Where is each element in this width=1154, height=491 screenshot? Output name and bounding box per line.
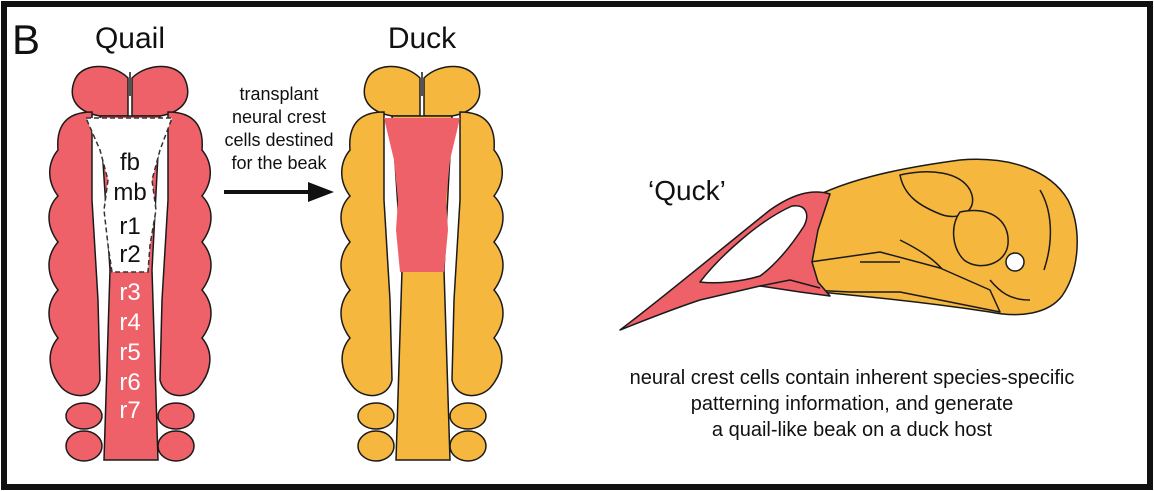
caption-line-1: transplant	[239, 84, 318, 104]
transplant-caption: transplant neural crest cells destined f…	[224, 84, 333, 173]
chimera-label: ‘Quck’	[648, 175, 726, 206]
region-label-r4: r4	[119, 309, 140, 336]
caption-line-3: cells destined	[224, 130, 333, 150]
conclusion-line-3: a quail-like beak on a duck host	[712, 419, 993, 441]
region-label-r5: r5	[119, 339, 140, 366]
region-label-r3: r3	[119, 279, 140, 306]
duck-embryo: Duck	[341, 22, 503, 461]
conclusion-line-1: neural crest cells contain inherent spec…	[630, 367, 1075, 389]
region-label-mb: mb	[113, 179, 146, 206]
region-label-r1: r1	[119, 213, 140, 240]
quail-title: Quail	[95, 22, 165, 55]
region-label-r6: r6	[119, 369, 140, 396]
caption-line-4: for the beak	[231, 153, 327, 173]
conclusion-line-2: patterning information, and generate	[691, 393, 1013, 415]
region-label-r7: r7	[119, 397, 140, 424]
region-label-fb: fb	[120, 149, 140, 176]
region-label-r2: r2	[119, 241, 140, 268]
conclusion-text: neural crest cells contain inherent spec…	[630, 367, 1075, 441]
duck-title: Duck	[388, 22, 457, 55]
panel-letter: B	[12, 16, 40, 63]
caption-line-2: neural crest	[232, 107, 326, 127]
transplant-arrow-icon	[224, 182, 334, 202]
